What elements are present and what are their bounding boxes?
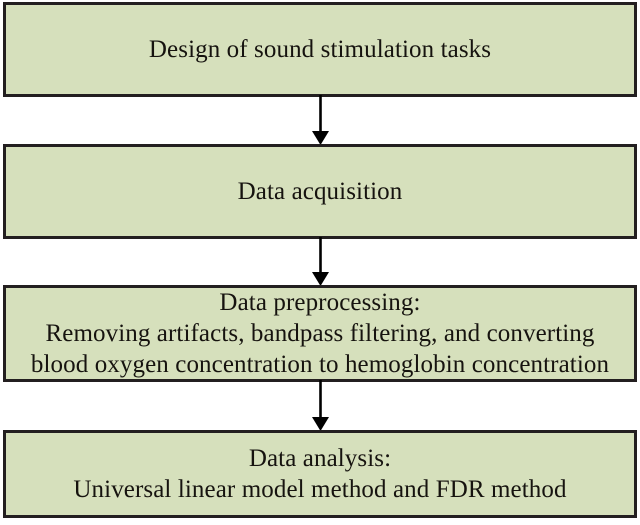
- flow-node-preprocessing-line-1: Data preprocessing:: [219, 289, 421, 316]
- flow-node-analysis-line-2: Universal linear model method and FDR me…: [73, 476, 567, 503]
- flow-node-acquisition-line-1: Data acquisition: [237, 178, 403, 205]
- flow-node-preprocessing-line-3: blood oxygen concentration to hemoglobin…: [30, 351, 610, 378]
- flow-node-analysis-line-1: Data analysis:: [248, 445, 392, 472]
- flow-node-design: Design of sound stimulation tasks: [3, 2, 637, 97]
- flow-node-acquisition: Data acquisition: [3, 144, 637, 239]
- flow-node-design-line-1: Design of sound stimulation tasks: [148, 36, 492, 63]
- flow-node-preprocessing-line-2: Removing artifacts, bandpass filtering, …: [45, 320, 595, 347]
- flow-node-preprocessing: Data preprocessing: Removing artifacts, …: [3, 285, 637, 382]
- flow-connector-preprocessing-to-analysis: [0, 380, 640, 432]
- flow-connector-acquisition-to-preprocessing: [0, 237, 640, 287]
- flow-connector-design-to-acquisition: [0, 95, 640, 146]
- flow-node-analysis: Data analysis: Universal linear model me…: [3, 430, 637, 518]
